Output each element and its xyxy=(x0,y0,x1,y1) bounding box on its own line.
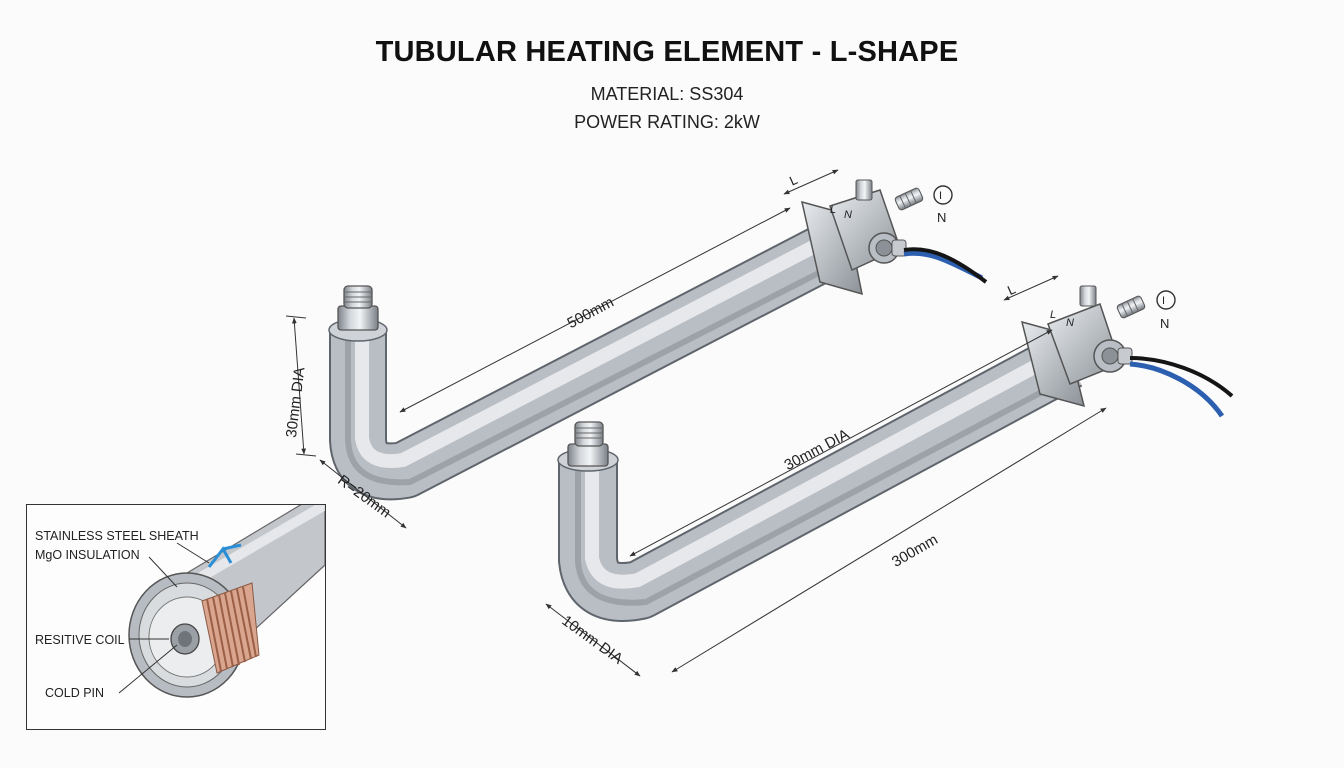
small-length-label: 300mm xyxy=(889,531,941,571)
large-side-stud xyxy=(894,187,924,211)
large-ground-circle xyxy=(933,185,953,205)
small-top-stud xyxy=(1079,285,1097,307)
large-diameter-dim-line xyxy=(292,317,306,455)
small-side-stud xyxy=(1116,295,1146,319)
small-wire-black xyxy=(1129,356,1234,398)
small-end-diameter-dim-line xyxy=(545,603,641,677)
cross-section-inset: STAINLESS STEEL SHEATH MgO INSULATION RE… xyxy=(26,504,326,730)
label-mgo-insulation: MgO INSULATION xyxy=(35,548,140,562)
large-length-label: 500mm xyxy=(565,294,617,332)
large-box-terminal-N: N xyxy=(844,209,852,221)
power-spec: POWER RATING: 2kW xyxy=(574,112,760,132)
resistive-coil xyxy=(201,582,260,674)
large-end-nut xyxy=(337,305,379,331)
large-length-dim-line xyxy=(399,207,791,413)
cross-section-drawing: STAINLESS STEEL SHEATH MgO INSULATION RE… xyxy=(35,505,325,700)
large-diameter-label: 30mm DIA xyxy=(283,366,309,438)
large-ground-symbol: I xyxy=(939,190,942,202)
label-cold-pin: COLD PIN xyxy=(45,686,104,700)
small-end-stud xyxy=(574,421,604,447)
small-length-dim-line xyxy=(671,407,1107,673)
small-label-N: N xyxy=(1160,316,1169,331)
flow-arrow-icon xyxy=(207,543,242,568)
small-dim-L: L xyxy=(1005,281,1018,298)
large-label-N: N xyxy=(937,210,946,225)
label-stainless-steel-sheath: STAINLESS STEEL SHEATH xyxy=(35,529,199,543)
small-wire-blue xyxy=(1129,361,1225,418)
material-spec: MATERIAL: SS304 xyxy=(590,84,744,104)
large-top-stud xyxy=(855,179,873,201)
large-heating-element: L N I N L 500mm 30mm DIA R= xyxy=(283,169,988,529)
small-ground-symbol: I xyxy=(1162,295,1165,307)
small-end-nut xyxy=(567,443,609,467)
label-resistive-coil: RESITIVE COIL xyxy=(35,633,125,647)
small-box-terminal-N: N xyxy=(1066,317,1074,329)
small-ground-circle xyxy=(1156,290,1176,310)
diagram-title: TUBULAR HEATING ELEMENT - L-SHAPE xyxy=(375,36,959,68)
large-dim-L: L xyxy=(787,172,800,189)
small-tube-highlight xyxy=(585,343,1070,589)
large-wire-black xyxy=(903,247,988,284)
large-box-terminal-L: L xyxy=(830,204,836,216)
large-radius-dim-line xyxy=(319,459,407,529)
small-box-terminal-L: L xyxy=(1050,309,1056,321)
